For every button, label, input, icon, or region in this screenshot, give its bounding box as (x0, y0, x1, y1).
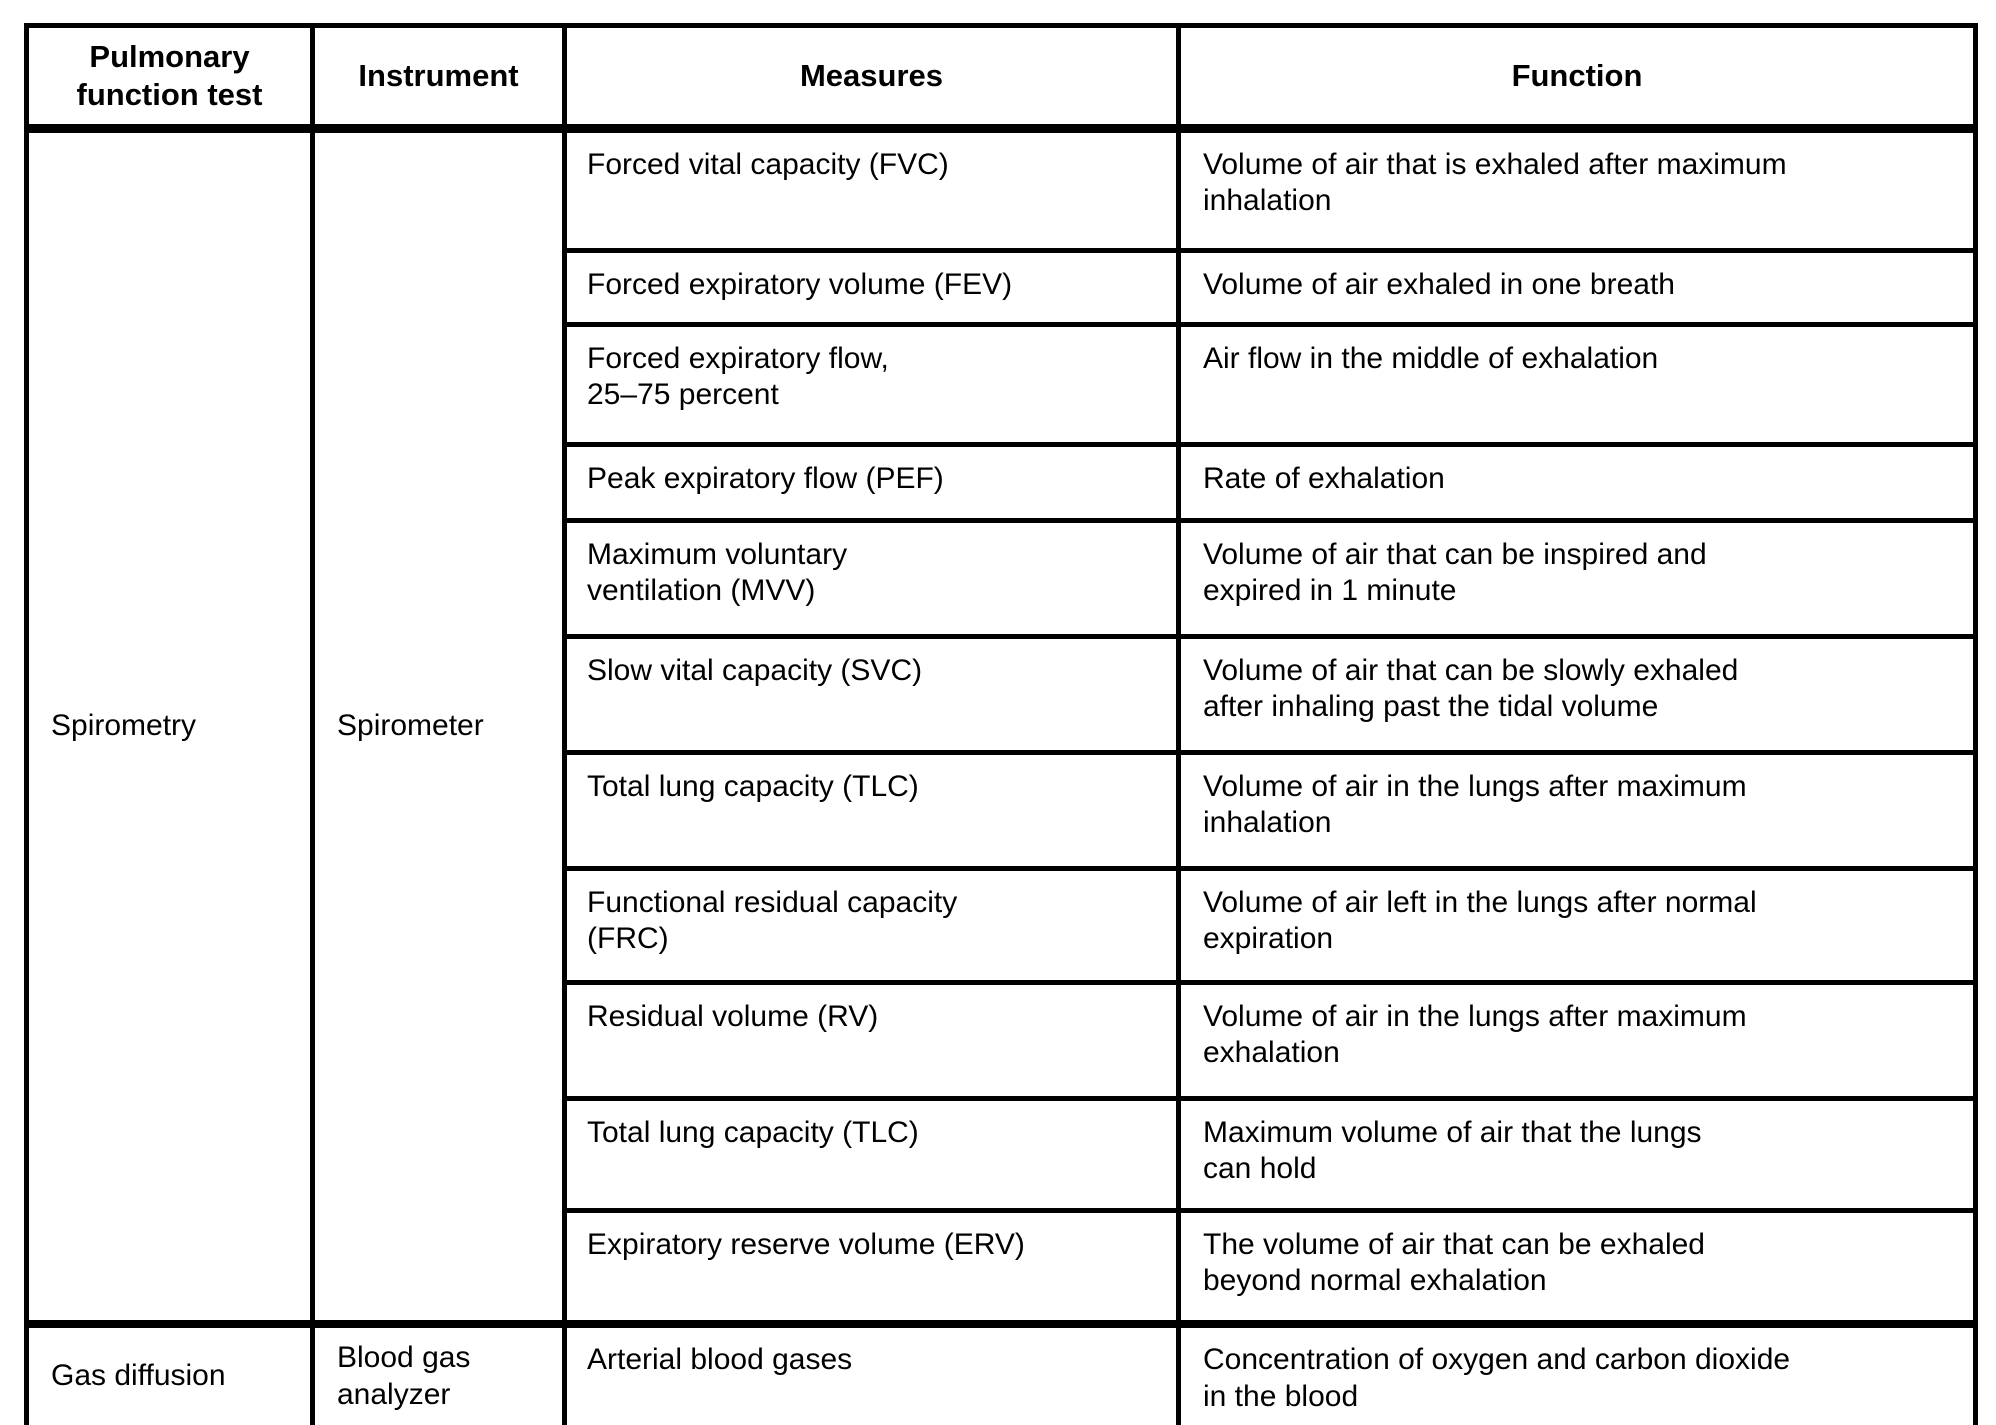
table-row: Total lung capacity (TLC) Volume of air … (27, 749, 1978, 871)
table-row: Functional residual capacity (FRC) Volum… (27, 865, 1978, 985)
function-cell: Volume of air in the lungs after maximum… (1176, 979, 1978, 1101)
header-function: Function (1176, 23, 1978, 133)
table-row: Maximum voluntary ventilation (MVV) Volu… (27, 517, 1978, 639)
measure-cell: Slow vital capacity (SVC) (562, 633, 1181, 755)
measure-cell: Total lung capacity (TLC) (562, 749, 1181, 871)
table-row: Expiratory reserve volume (ERV) The volu… (27, 1207, 1978, 1327)
measure-cell: Total lung capacity (TLC) (562, 1095, 1181, 1213)
measure-cell: Arterial blood gases (562, 1320, 1181, 1425)
function-cell: Volume of air in the lungs after maximum… (1176, 749, 1978, 871)
measure-cell: Forced expiratory flow, 25–75 percent (562, 321, 1181, 447)
table-row: Peak expiratory flow (PEF) Rate of exhal… (27, 441, 1978, 523)
measure-cell: Forced vital capacity (FVC) (562, 125, 1181, 253)
table-row: Slow vital capacity (SVC) Volume of air … (27, 633, 1978, 755)
header-measures: Measures (562, 23, 1181, 133)
measure-cell: Residual volume (RV) (562, 979, 1181, 1101)
function-cell: Air flow in the middle of exhalation (1176, 321, 1978, 447)
measure-cell: Maximum voluntary ventilation (MVV) (562, 517, 1181, 639)
table-row: Residual volume (RV) Volume of air in th… (27, 979, 1978, 1101)
measure-cell: Forced expiratory volume (FEV) (562, 247, 1181, 327)
table-row: Gas diffusion Blood gas analyzer Arteria… (24, 1320, 1978, 1425)
header-row: Pulmonary function test Instrument Measu… (24, 23, 1978, 133)
cell-instrument-blood-gas-analyzer: Blood gas analyzer (310, 1320, 567, 1425)
function-cell: Volume of air that can be slowly exhaled… (1176, 633, 1978, 755)
function-cell: Volume of air that can be inspired and e… (1176, 517, 1978, 639)
function-cell: Volume of air left in the lungs after no… (1176, 865, 1978, 985)
cell-test-spirometry: Spirometry (24, 125, 315, 1327)
header-instrument: Instrument (310, 23, 567, 133)
measure-cell: Functional residual capacity (FRC) (562, 865, 1181, 985)
function-cell: The volume of air that can be exhaled be… (1176, 1207, 1978, 1327)
table-row: Forced expiratory flow, 25–75 percent Ai… (27, 321, 1978, 447)
cell-instrument-spirometer: Spirometer (310, 125, 567, 1327)
measure-cell: Expiratory reserve volume (ERV) (562, 1207, 1181, 1327)
table-row: Total lung capacity (TLC) Maximum volume… (27, 1095, 1978, 1213)
header-pulmonary-function-test: Pulmonary function test (24, 23, 315, 133)
table-row: Spirometry Spirometer Forced vital capac… (24, 125, 1978, 1327)
function-cell: Volume of air that is exhaled after maxi… (1176, 125, 1978, 253)
function-cell: Concentration of oxygen and carbon dioxi… (1176, 1320, 1978, 1425)
function-cell: Rate of exhalation (1176, 441, 1978, 523)
function-cell: Volume of air exhaled in one breath (1176, 247, 1978, 327)
pulmonary-function-table: Pulmonary function test Instrument Measu… (24, 23, 1978, 1425)
cell-test-gas-diffusion: Gas diffusion (24, 1320, 315, 1425)
function-cell: Maximum volume of air that the lungs can… (1176, 1095, 1978, 1213)
measure-cell: Peak expiratory flow (PEF) (562, 441, 1181, 523)
table-row: Forced expiratory volume (FEV) Volume of… (27, 247, 1978, 327)
